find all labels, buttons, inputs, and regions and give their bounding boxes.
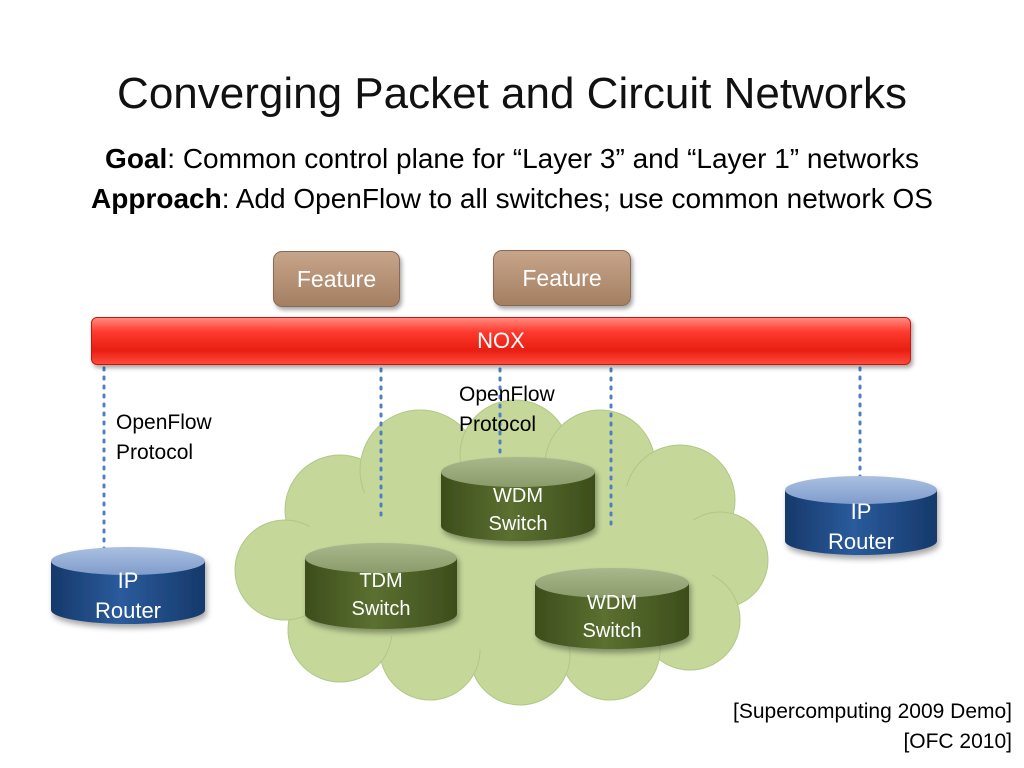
- ip-router-left-cylinder: [51, 547, 205, 624]
- goal-text: : Common control plane for “Layer 3” and…: [167, 143, 919, 174]
- wdm-switch-bottom-cylinder: [535, 568, 689, 649]
- ip-router-right-cylinder: [785, 476, 937, 555]
- goal-line: Goal: Common control plane for “Layer 3”…: [0, 141, 1024, 177]
- wdm-switch-top-label: WDM Switch: [488, 485, 548, 535]
- openflow-protocol-label-left: OpenFlow Protocol: [116, 411, 212, 464]
- tdm-switch-cylinder: [305, 543, 457, 629]
- openflow-protocol-label-center: OpenFlow Protocol: [459, 383, 555, 436]
- approach-line: Approach: Add OpenFlow to all switches; …: [0, 181, 1024, 217]
- reference-ofc: [OFC 2010]: [903, 730, 1012, 753]
- goal-label: Goal: [105, 143, 168, 174]
- reference-supercomputing: [Supercomputing 2009 Demo]: [733, 700, 1012, 723]
- nox-bar: NOX: [91, 317, 911, 365]
- feature-box-1: Feature: [273, 251, 400, 307]
- references: [Supercomputing 2009 Demo] [OFC 2010]: [733, 697, 1012, 757]
- slide-title: Converging Packet and Circuit Networks: [117, 69, 907, 118]
- wdm-switch-bottom-label: WDM Switch: [582, 592, 642, 642]
- ip-router-left-label: IP Router: [94, 568, 162, 623]
- openflow-links: [102, 322, 862, 557]
- feature-box-2: Feature: [493, 250, 631, 306]
- approach-label: Approach: [91, 183, 222, 214]
- tdm-switch-label: TDM Switch: [351, 570, 411, 620]
- ip-router-right-label: IP Router: [827, 499, 895, 554]
- wdm-switch-top-cylinder: [441, 457, 595, 541]
- approach-text: : Add OpenFlow to all switches; use comm…: [221, 183, 933, 214]
